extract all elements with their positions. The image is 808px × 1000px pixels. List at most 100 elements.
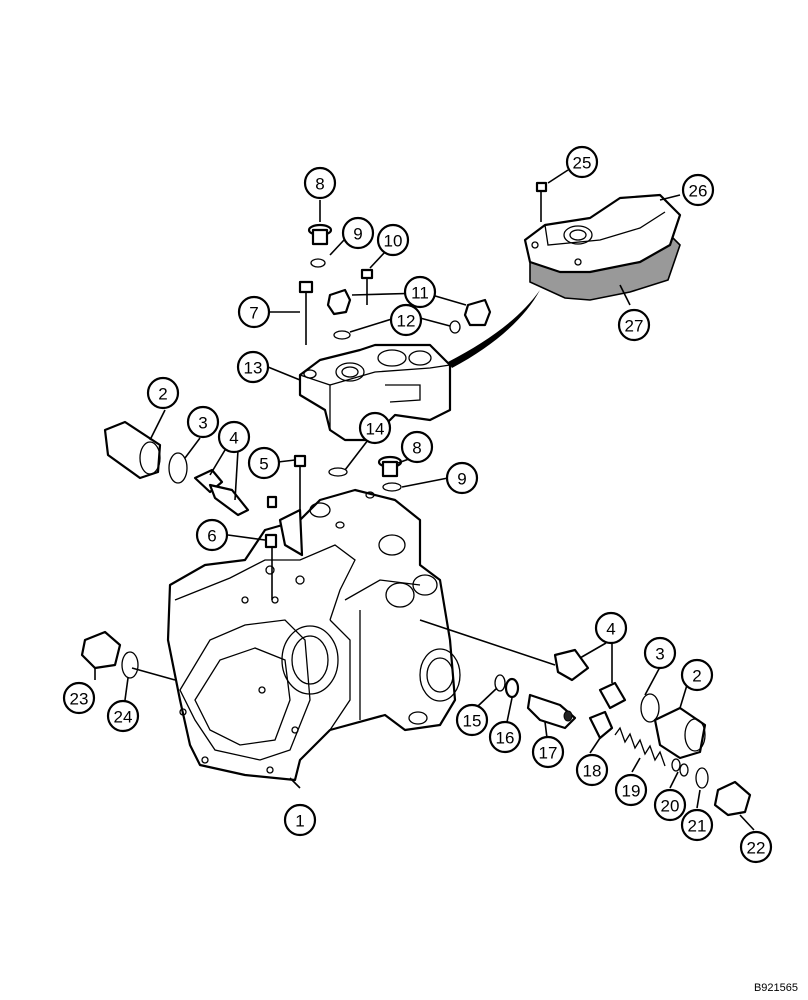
callout-c25: 25 [565, 145, 599, 179]
callout-circle [217, 420, 251, 454]
plug-23 [80, 630, 122, 670]
callout-c4b: 4 [594, 611, 628, 645]
callout-c18: 18 [575, 753, 609, 787]
callout-circle [358, 411, 392, 445]
callout-circle [739, 830, 773, 864]
plug-11a [326, 288, 352, 316]
callout-c22: 22 [739, 830, 773, 864]
o-ring-9b [382, 482, 402, 492]
callout-c1: 1 [283, 803, 317, 837]
callout-circle [236, 350, 270, 384]
plug-8a [307, 223, 333, 246]
callout-label: 9 [353, 225, 362, 244]
bolt-7 [298, 280, 314, 345]
callout-c7: 7 [237, 295, 271, 329]
valve-block [298, 343, 452, 442]
callout-label: 24 [114, 708, 133, 727]
callout-c13: 13 [236, 350, 270, 384]
plug-22 [713, 780, 752, 817]
callout-c8b: 8 [400, 430, 434, 464]
callout-c2b: 2 [680, 658, 714, 692]
callout-c4a: 4 [217, 420, 251, 454]
callout-circle [403, 275, 437, 309]
callout-label: 23 [70, 690, 89, 709]
callout-circle [594, 611, 628, 645]
cover-assembly [523, 193, 682, 301]
callout-c5: 5 [247, 446, 281, 480]
callout-circle [186, 405, 220, 439]
drawing-code: B921565 [753, 982, 798, 994]
callout-circle [575, 753, 609, 787]
callout-label: 9 [457, 470, 466, 489]
callout-c19: 19 [614, 773, 648, 807]
orifice-disc [278, 508, 304, 557]
callout-label: 25 [573, 154, 592, 173]
callout-label: 19 [622, 782, 641, 801]
callout-c9b: 9 [445, 461, 479, 495]
callout-label: 8 [412, 439, 421, 458]
callout-label: 1 [295, 812, 304, 831]
shims-20 [671, 758, 689, 777]
o-ring-3b [640, 693, 660, 723]
spool-17 [526, 693, 577, 730]
callout-circle [237, 295, 271, 329]
callout-c16: 16 [488, 720, 522, 754]
callout-label: 7 [249, 304, 258, 323]
callout-circle [106, 699, 140, 733]
callout-label: 20 [661, 797, 680, 816]
callout-c11: 11 [403, 275, 437, 309]
callout-c14: 14 [358, 411, 392, 445]
callout-label: 13 [244, 359, 263, 378]
callout-c23: 23 [62, 681, 96, 715]
callout-c20: 20 [653, 788, 687, 822]
callout-circle [617, 308, 651, 342]
callout-c26: 26 [681, 173, 715, 207]
callout-c2a: 2 [146, 376, 180, 410]
washer-16 [504, 677, 520, 699]
o-ring-9a [310, 258, 326, 268]
callout-circle [680, 808, 714, 842]
callout-circle [247, 446, 281, 480]
callout-label: 2 [692, 667, 701, 686]
callout-label: 10 [384, 232, 403, 251]
callout-label: 22 [747, 839, 766, 858]
callout-label: 4 [606, 620, 615, 639]
fitting-2b [653, 706, 707, 760]
callout-c3a: 3 [186, 405, 220, 439]
callout-circle [283, 803, 317, 837]
callout-label: 3 [198, 414, 207, 433]
poppet-18 [588, 710, 614, 740]
callout-c10: 10 [376, 223, 410, 257]
hose-connection [448, 290, 540, 368]
callout-circle [565, 145, 599, 179]
callout-label: 3 [655, 645, 664, 664]
callout-circle [195, 518, 229, 552]
callout-c17: 17 [531, 735, 565, 769]
screw-10 [360, 268, 374, 305]
callout-c3b: 3 [643, 636, 677, 670]
callout-label: 12 [397, 312, 416, 331]
callout-circle [680, 658, 714, 692]
bolt-25 [535, 181, 548, 222]
callout-circle [653, 788, 687, 822]
callout-circle [400, 430, 434, 464]
callout-circle [531, 735, 565, 769]
callout-c21: 21 [680, 808, 714, 842]
pump-housing [166, 488, 461, 782]
centerline [419, 619, 556, 666]
callout-label: 15 [463, 712, 482, 731]
fitting-2a [103, 420, 162, 480]
callout-label: 26 [689, 182, 708, 201]
callout-c8a: 8 [303, 166, 337, 200]
callout-label: 6 [207, 527, 216, 546]
valve-4b [553, 648, 590, 682]
callout-circle [341, 216, 375, 250]
screw-6 [264, 495, 278, 600]
callout-label: 2 [158, 385, 167, 404]
valve-4c [598, 681, 627, 710]
callout-circle [389, 303, 423, 337]
o-ring-24 [121, 651, 139, 679]
o-ring-21 [695, 767, 709, 789]
